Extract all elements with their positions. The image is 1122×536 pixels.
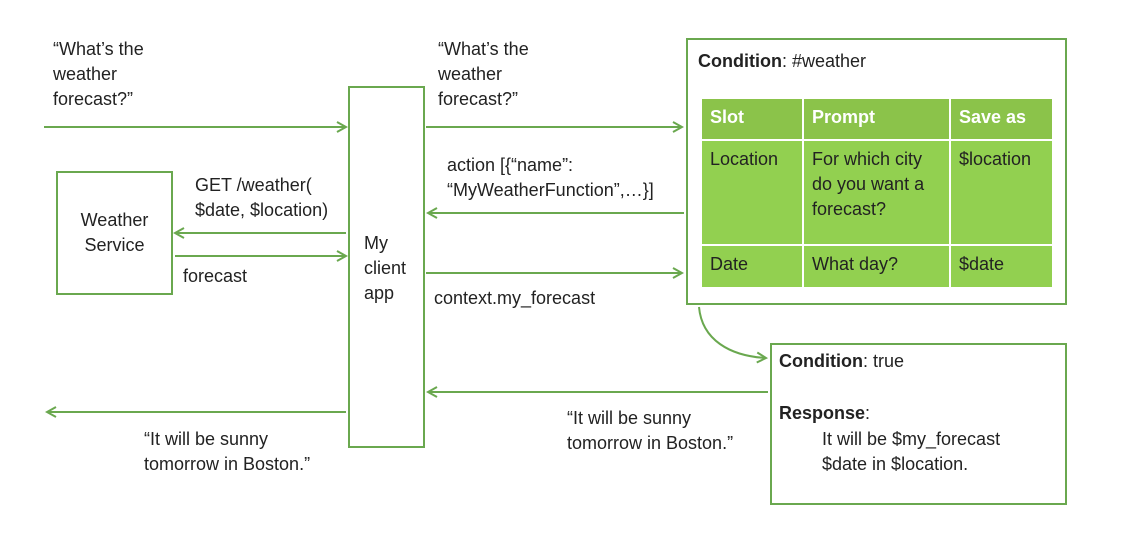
response-colon: : xyxy=(865,403,871,423)
condition-weather-line: Condition: #weather xyxy=(698,49,866,74)
save-as-cell: $date xyxy=(949,244,1054,289)
condition-value: : #weather xyxy=(781,51,867,71)
prompt-cell: What day? xyxy=(802,244,951,289)
client-app-box: My client app xyxy=(348,86,425,448)
reply-to-app-label: “It will be sunny tomorrow in Boston.” xyxy=(567,408,734,453)
prompt-header: Prompt xyxy=(802,97,951,141)
arrow-condition-to-response xyxy=(698,306,766,358)
save-as-header: Save as xyxy=(949,97,1054,141)
response-line: Response: xyxy=(779,401,870,426)
slot-cell: Date xyxy=(700,244,804,289)
action-label: action [{“name”: “MyWeatherFunction”,…}] xyxy=(447,155,654,200)
condition-keyword: Condition xyxy=(698,51,782,71)
table-row: Location For which city do you want a fo… xyxy=(700,139,1054,246)
response-text: It will be $my_forecast $date in $locati… xyxy=(822,429,1001,474)
condition-weather-box: Condition: #weather Slot Prompt Save as … xyxy=(686,38,1067,305)
forward-query-label: “What’s the weather forecast?” xyxy=(438,39,529,109)
save-as-cell: $location xyxy=(949,139,1054,246)
forecast-label: forecast xyxy=(183,266,248,286)
condition-true-line: Condition: true xyxy=(779,349,904,374)
user-query-label: “What’s the weather forecast?” xyxy=(53,39,144,109)
weather-service-box: Weather Service xyxy=(56,171,173,295)
slot-table: Slot Prompt Save as Location For which c… xyxy=(700,97,1054,289)
slot-header: Slot xyxy=(700,97,804,141)
context-label: context.my_forecast xyxy=(434,288,596,308)
get-weather-label: GET /weather( $date, $location) xyxy=(195,175,329,220)
table-row: Date What day? $date xyxy=(700,244,1054,289)
condition-value: : true xyxy=(862,351,905,371)
client-app-title: My client app xyxy=(364,233,407,303)
prompt-cell: For which city do you want a forecast? xyxy=(802,139,951,246)
weather-service-title: Weather Service xyxy=(80,210,149,255)
reply-to-user-label: “It will be sunny tomorrow in Boston.” xyxy=(144,429,311,474)
condition-true-box: Condition: true Response: It will be $my… xyxy=(770,343,1067,505)
slot-cell: Location xyxy=(700,139,804,246)
response-keyword: Response xyxy=(779,403,866,423)
condition-keyword: Condition xyxy=(779,351,863,371)
slot-table-header: Slot Prompt Save as xyxy=(700,97,1054,141)
